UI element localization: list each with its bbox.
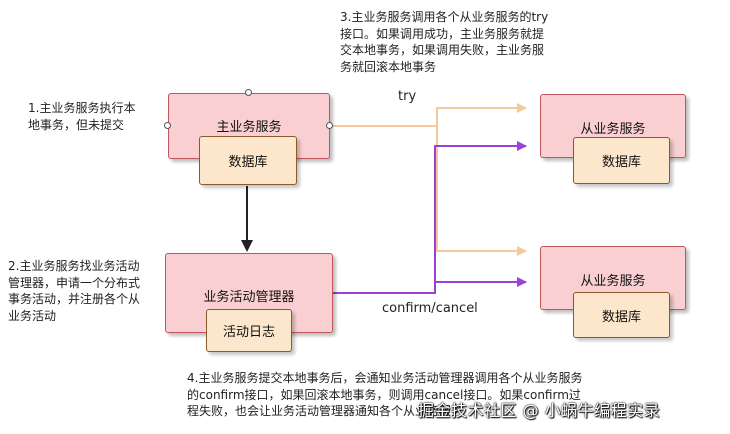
activity-log-node[interactable]: 活动日志 bbox=[206, 309, 292, 352]
main-database-node[interactable]: 数据库 bbox=[199, 136, 297, 185]
step3-note: 3.主业务服务调用各个从业务服务的try 接口。如果调用成功，主业务服务就提 交… bbox=[340, 10, 549, 74]
step2-note: 2.主业务服务找业务活动 管理器，申请一个分布式 事务活动，并注册各个从 业务活… bbox=[8, 259, 141, 323]
resize-handle-top[interactable] bbox=[245, 89, 252, 96]
resize-handle-left[interactable] bbox=[164, 122, 171, 129]
sub-database-2-node[interactable]: 数据库 bbox=[573, 292, 670, 338]
sub-service-1-label: 从业务服务 bbox=[580, 122, 646, 137]
confirm-edge-line bbox=[333, 141, 527, 294]
try-edge-branch bbox=[436, 126, 527, 256]
main-database-label: 数据库 bbox=[228, 155, 268, 170]
sub-database-2-label: 数据库 bbox=[601, 309, 641, 325]
activity-manager-label: 业务活动管理器 bbox=[203, 290, 295, 305]
step1-note: 1.主业务服务执行本 地事务，但未提交 bbox=[28, 101, 136, 132]
sub-service-2-label: 从业务服务 bbox=[580, 274, 646, 289]
activity-log-label: 活动日志 bbox=[222, 325, 275, 340]
sub-database-1-node[interactable]: 数据库 bbox=[573, 137, 670, 184]
try-edge-label: try bbox=[398, 89, 417, 104]
watermark-text: 掘金技术社区 @ 小蜗牛编程实录 bbox=[418, 401, 661, 420]
try-edge-line bbox=[330, 103, 527, 127]
confirm-cancel-edge-label: confirm/cancel bbox=[382, 301, 478, 316]
main-service-label: 主业务服务 bbox=[216, 120, 282, 135]
sub-database-1-label: 数据库 bbox=[601, 155, 641, 170]
step4-note: 4.主业务服务提交本地事务后，会通知业务活动管理器调用各个从业务服务 的conf… bbox=[187, 371, 583, 418]
resize-handle-right[interactable] bbox=[326, 122, 333, 129]
